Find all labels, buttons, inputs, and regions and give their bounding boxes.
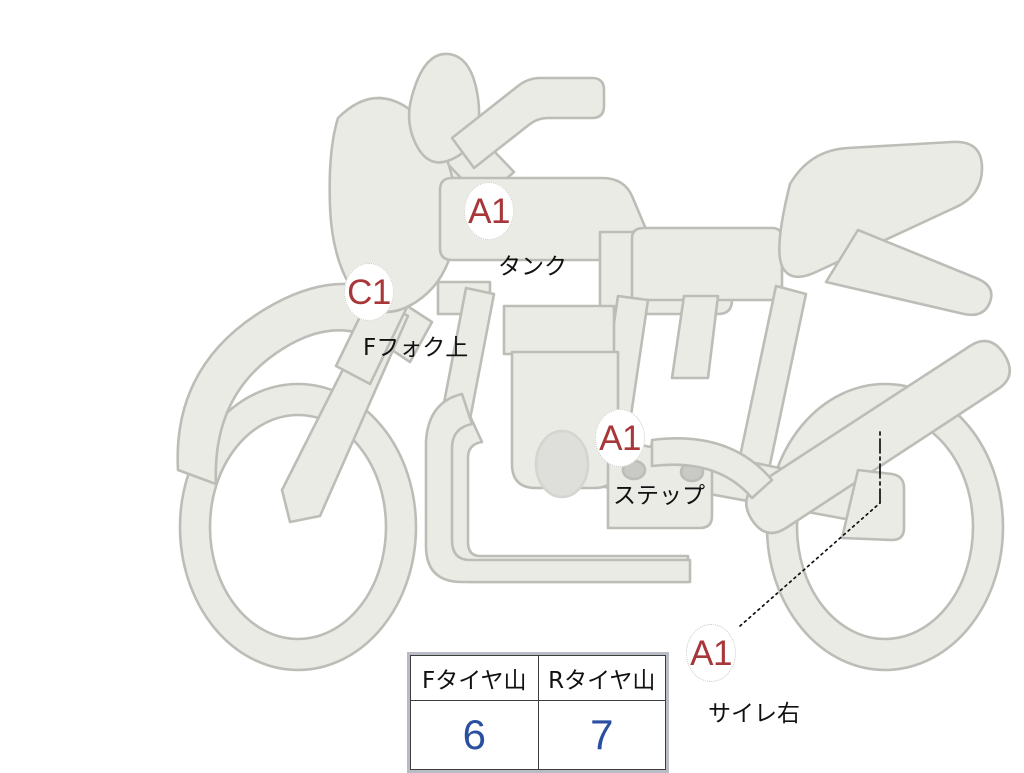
marker-front-fork-grade[interactable]: C1: [344, 263, 394, 321]
marker-silencer-grade[interactable]: A1: [686, 624, 736, 682]
table-header-front-tire: Fタイヤ山: [410, 655, 539, 701]
handlebar-icon: [450, 76, 606, 170]
exhaust-header-inner-icon: [424, 392, 692, 584]
cylinder-head-icon: [502, 304, 616, 356]
chain-guard-icon: [650, 437, 774, 500]
rear-fender-icon: [824, 228, 993, 317]
front-wheel-icon: [178, 382, 418, 672]
table-cell-rear-tire-value: 7: [537, 700, 666, 770]
marker-step-label: ステップ: [613, 483, 705, 509]
marker-tank-grade[interactable]: A1: [464, 182, 514, 240]
seat-icon: [630, 226, 784, 302]
table-row: 6 7: [410, 700, 666, 770]
marker-front-fork-label: Fフォク上: [363, 335, 469, 361]
marker-step-grade[interactable]: A1: [595, 409, 645, 467]
marker-silencer-label: サイレ右: [708, 701, 800, 727]
tail-cowl-icon: [778, 140, 984, 279]
table-header-row: Fタイヤ山 Rタイヤ山: [410, 655, 666, 701]
table-header-rear-tire: Rタイヤ山: [537, 655, 666, 701]
leader-line-silencer: [739, 429, 881, 627]
rear-subframe-icon: [670, 294, 720, 380]
tire-tread-table: Fタイヤ山 Rタイヤ山 6 7: [407, 652, 669, 773]
marker-tank-label: タンク: [498, 254, 567, 280]
table-cell-front-tire-value: 6: [410, 700, 539, 770]
clutch-cover-icon: [534, 429, 590, 499]
